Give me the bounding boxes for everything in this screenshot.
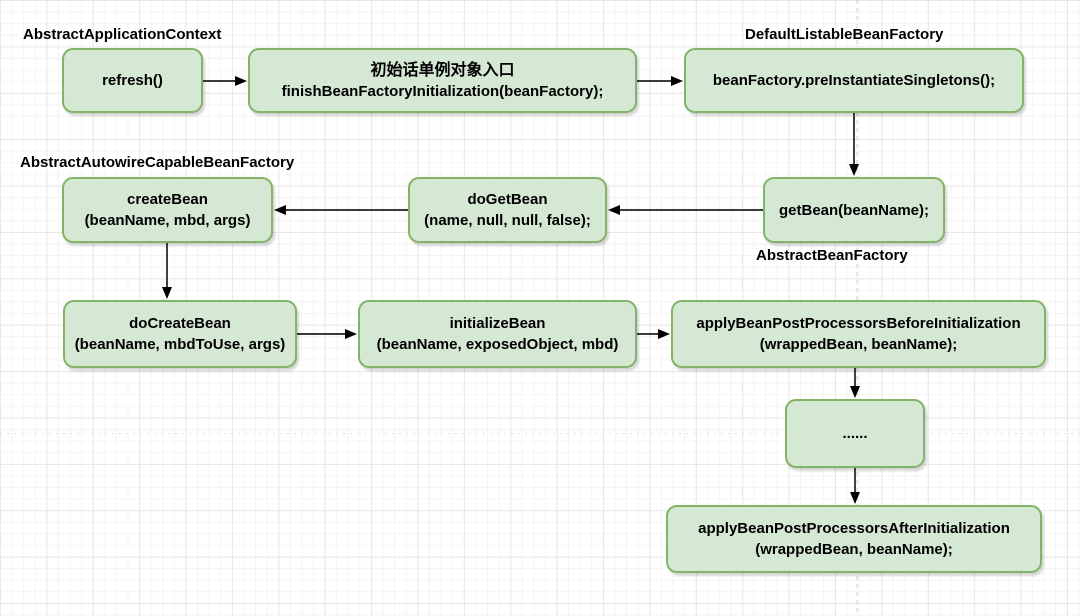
node-text: finishBeanFactoryInitialization(beanFact…	[281, 82, 604, 100]
node-do-get-bean[interactable]: doGetBean (name, null, null, false);	[408, 177, 607, 243]
class-label-abstract-application-context[interactable]: AbstractApplicationContext	[23, 26, 222, 43]
node-text: (beanName, mbd, args)	[84, 212, 251, 229]
arrow-finish-to-preinstantiate[interactable]	[637, 76, 683, 86]
node-get-bean[interactable]: getBean(beanName);	[763, 177, 945, 243]
node-text: (wrappedBean, beanName);	[759, 336, 958, 353]
class-label-default-listable-bean-factory[interactable]: DefaultListableBeanFactory	[745, 26, 944, 43]
node-do-create-bean[interactable]: doCreateBean (beanName, mbdToUse, args)	[63, 300, 297, 368]
node-text: createBean	[127, 191, 208, 208]
node-text: applyBeanPostProcessorsBeforeInitializat…	[696, 315, 1021, 332]
node-text: applyBeanPostProcessorsAfterInitializati…	[698, 520, 1010, 537]
node-text: 初始话单例对象入口	[370, 61, 515, 79]
node-ellipsis[interactable]: ......	[785, 399, 925, 468]
node-text: doCreateBean	[129, 315, 231, 332]
arrow-preinstantiate-to-getbean[interactable]	[849, 113, 859, 176]
node-pre-instantiate-singletons[interactable]: beanFactory.preInstantiateSingletons();	[684, 48, 1024, 113]
node-finish-bean-factory-initialization[interactable]: 初始话单例对象入口 finishBeanFactoryInitializatio…	[248, 48, 637, 113]
arrow-docreatebean-to-initializebean[interactable]	[297, 329, 357, 339]
arrow-ellipsis-to-applyafter[interactable]	[850, 468, 860, 504]
arrow-applybefore-to-ellipsis[interactable]	[850, 368, 860, 398]
node-create-bean[interactable]: createBean (beanName, mbd, args)	[62, 177, 273, 243]
node-text: (beanName, mbdToUse, args)	[74, 336, 286, 353]
node-apply-after-initialization[interactable]: applyBeanPostProcessorsAfterInitializati…	[666, 505, 1042, 573]
node-text: refresh()	[102, 72, 163, 89]
node-text: getBean(beanName);	[778, 201, 930, 219]
node-text: (wrappedBean, beanName);	[755, 541, 953, 558]
class-label-abstract-bean-factory[interactable]: AbstractBeanFactory	[756, 247, 908, 264]
node-apply-before-initialization[interactable]: applyBeanPostProcessorsBeforeInitializat…	[671, 300, 1046, 368]
node-refresh[interactable]: refresh()	[62, 48, 203, 113]
class-label-abstract-autowire-capable-bean-factory[interactable]: AbstractAutowireCapableBeanFactory	[20, 154, 295, 171]
arrow-dogetbean-to-createbean[interactable]	[274, 205, 408, 215]
node-text: initializeBean	[449, 315, 546, 332]
arrow-initializebean-to-applybefore[interactable]	[637, 329, 670, 339]
node-text: doGetBean	[467, 191, 548, 208]
node-text: beanFactory.preInstantiateSingletons();	[712, 72, 996, 89]
node-text: (beanName, exposedObject, mbd)	[376, 336, 619, 353]
node-text: ......	[842, 425, 868, 442]
node-initialize-bean[interactable]: initializeBean (beanName, exposedObject,…	[358, 300, 637, 368]
arrow-refresh-to-finish[interactable]	[203, 76, 247, 86]
arrow-createbean-to-docreatebean[interactable]	[162, 243, 172, 299]
node-text: (name, null, null, false);	[424, 212, 591, 229]
arrow-getbean-to-dogetbean[interactable]	[608, 205, 763, 215]
